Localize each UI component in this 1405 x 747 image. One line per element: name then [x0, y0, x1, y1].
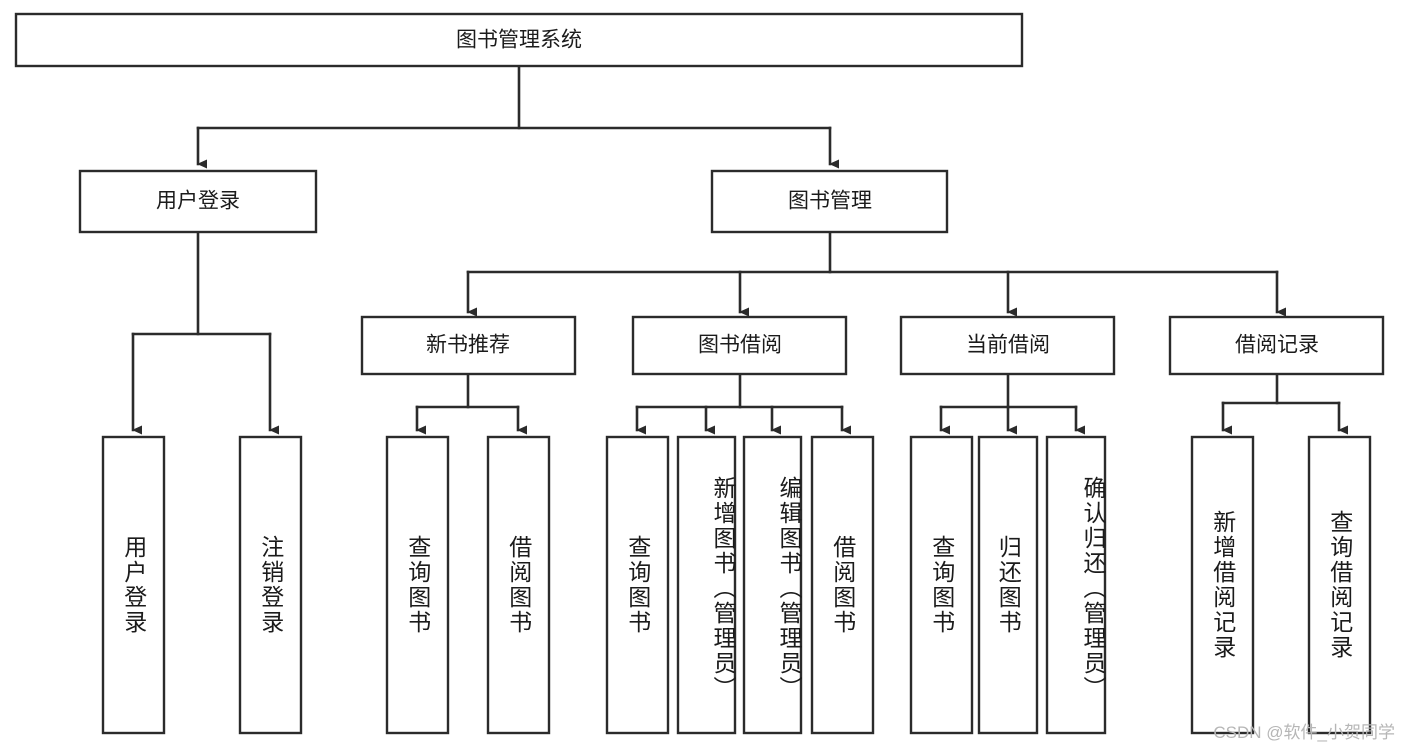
- node-label-current-borrow: 当前借阅: [966, 334, 1050, 357]
- node-box-leaf-query-record[interactable]: [1307, 435, 1372, 735]
- edge-group-book-borrow: [635, 372, 851, 435]
- node-box-leaf-query-book-2[interactable]: [605, 435, 670, 735]
- edge-group-current-borrow: [939, 372, 1085, 435]
- edge-group-user-login: [131, 230, 279, 435]
- node-box-leaf-query-book-1[interactable]: [385, 435, 450, 735]
- node-box-leaf-return-book[interactable]: [977, 435, 1039, 735]
- node-box-leaf-user-logout[interactable]: [238, 435, 303, 735]
- node-label-borrow-record: 借阅记录: [1235, 334, 1319, 357]
- edge-group-borrow-record: [1221, 372, 1348, 435]
- node-box-leaf-edit-book[interactable]: [742, 435, 803, 735]
- node-box-new-book-recommend[interactable]: [360, 315, 577, 376]
- node-label-root: 图书管理系统: [456, 29, 582, 52]
- node-label-new-book-recommend: 新书推荐: [426, 334, 510, 357]
- node-box-book-borrow[interactable]: [631, 315, 848, 376]
- node-box-leaf-add-record[interactable]: [1190, 435, 1255, 735]
- node-box-leaf-add-book[interactable]: [676, 435, 737, 735]
- edge-group-root: [196, 64, 839, 169]
- node-box-current-borrow[interactable]: [899, 315, 1116, 376]
- edge-group-book-manage: [466, 230, 1286, 317]
- watermark-text: CSDN @软件_小贺同学: [1213, 723, 1395, 742]
- node-box-leaf-query-book-3[interactable]: [909, 435, 974, 735]
- node-box-book-manage[interactable]: [710, 169, 949, 234]
- node-box-user-login[interactable]: [78, 169, 318, 234]
- node-label-user-login: 用户登录: [156, 190, 240, 213]
- node-box-borrow-record[interactable]: [1168, 315, 1385, 376]
- node-box-leaf-user-login[interactable]: [101, 435, 166, 735]
- node-label-book-manage: 图书管理: [788, 190, 872, 213]
- node-label-book-borrow: 图书借阅: [698, 334, 782, 357]
- node-box-leaf-borrow-book-1[interactable]: [486, 435, 551, 735]
- node-box-leaf-confirm-return[interactable]: [1045, 435, 1107, 735]
- edge-group-new-book-recommend: [415, 372, 527, 435]
- node-box-root[interactable]: [14, 12, 1024, 68]
- node-box-leaf-borrow-book-2[interactable]: [810, 435, 875, 735]
